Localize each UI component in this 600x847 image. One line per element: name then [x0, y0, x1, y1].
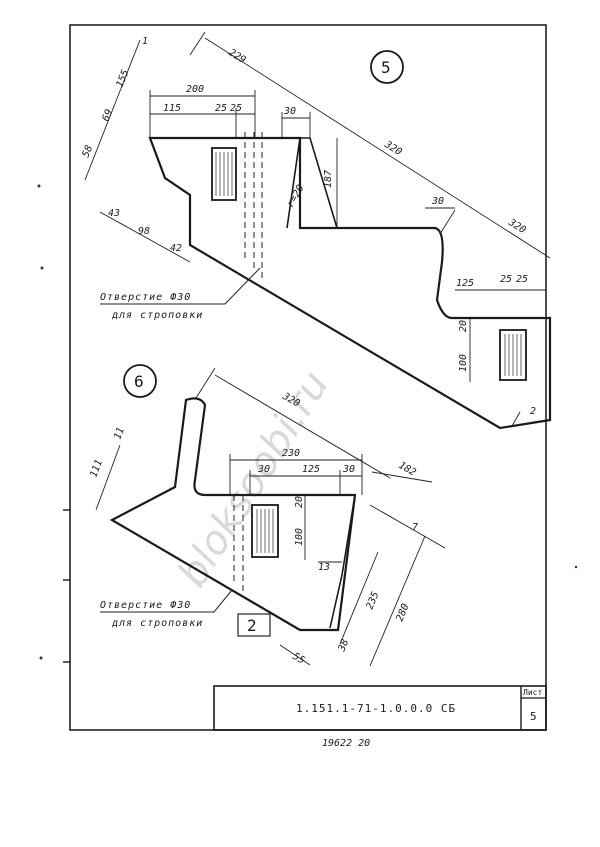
dim-125: 125	[302, 464, 320, 475]
hole-leader	[100, 267, 261, 305]
detail-6-inner-chamfer	[329, 494, 356, 629]
dim-25: 25	[500, 274, 512, 285]
dim-187: 187	[323, 170, 334, 188]
dim-25: 25	[215, 103, 227, 114]
detail-5-number-circle	[370, 50, 404, 84]
detail-6-outline	[109, 397, 357, 632]
embedded-plate	[211, 147, 237, 201]
dim-235: 235	[365, 590, 382, 611]
scan-dot	[37, 184, 41, 188]
detail-5-number: 5	[381, 58, 391, 77]
dim-20: 20	[294, 496, 305, 508]
dim-320: 320	[382, 139, 404, 158]
detail-6-hole-sublabel: для строповки	[111, 618, 203, 629]
dim-280: 280	[395, 602, 412, 623]
dim-155: 155	[115, 68, 132, 89]
scan-dot	[39, 656, 43, 660]
plate-hatching	[215, 152, 233, 196]
sheet-number: 5	[530, 710, 538, 723]
detail-5-dimension-lines	[84, 31, 551, 427]
dim-115: 115	[163, 103, 181, 114]
title-block: 1.151.1-71-1.0.0.0 СБ Лист 5	[213, 685, 547, 731]
detail-6-callout: 2	[247, 616, 257, 635]
dim-30: 30	[283, 106, 296, 117]
dim-125: 125	[456, 278, 474, 289]
plate-hatching	[504, 334, 522, 376]
dim-30: 30	[257, 464, 270, 475]
detail-6-dimension-lines	[95, 367, 446, 667]
hole-leader	[100, 589, 233, 613]
dim-13: 13	[318, 562, 330, 573]
detail-6: 6 320 230 30 125 30 182 111 11 20 100 13…	[88, 364, 446, 667]
dim-98: 98	[138, 226, 150, 237]
drawing-code: 1.151.1-71-1.0.0.0 СБ	[296, 702, 456, 715]
dim-30: 30	[431, 196, 444, 207]
detail-6-number-circle	[123, 364, 157, 398]
detail-6-callout-box	[237, 613, 271, 637]
dim-69: 69	[101, 108, 116, 123]
dim-25: 25	[516, 274, 528, 285]
footer-stamp: 19622 20	[322, 738, 370, 749]
dim-111: 111	[88, 458, 105, 479]
scan-dot	[574, 565, 578, 569]
dim-230: 230	[282, 448, 300, 459]
embedded-plate	[251, 504, 279, 558]
detail-5-hole-sublabel: для строповки	[111, 310, 203, 321]
scan-dot	[40, 266, 44, 270]
dim-100: 100	[294, 528, 305, 546]
detail-5-outline	[148, 136, 552, 430]
dim-30: 30	[342, 464, 355, 475]
dim-radius: r=20	[285, 183, 307, 209]
plate-hatching	[256, 509, 274, 553]
dim-7: 7	[412, 522, 418, 533]
dim-43: 43	[108, 208, 120, 219]
dim-1: 1	[142, 36, 148, 47]
detail-5-hole-label: Отверстие Ф30	[100, 292, 191, 303]
dim-42: 42	[170, 243, 182, 254]
sheet-label: Лист	[523, 688, 542, 697]
dim-200: 200	[186, 84, 204, 95]
dim-320: 320	[506, 217, 528, 236]
dim-100: 100	[458, 354, 469, 372]
dim-2: 2	[530, 406, 536, 417]
dim-25: 25	[230, 103, 242, 114]
dim-38: 38	[336, 638, 351, 654]
dim-11: 11	[112, 426, 126, 441]
detail-6-number: 6	[134, 372, 144, 391]
embedded-plate	[499, 329, 527, 381]
dim-20: 20	[458, 320, 469, 332]
dim-182: 182	[397, 460, 418, 479]
dim-58: 58	[81, 144, 96, 159]
detail-6-hole-label: Отверстие Ф30	[100, 600, 191, 611]
dim-55: 55	[291, 651, 307, 667]
